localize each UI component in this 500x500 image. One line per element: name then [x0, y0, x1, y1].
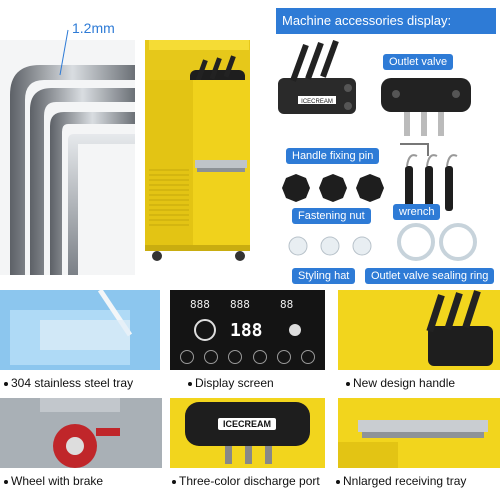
- caption-display: Display screen: [188, 376, 274, 390]
- display-button-icon[interactable]: [276, 350, 291, 364]
- steel-thickness-illustration: 1.2mm: [0, 0, 135, 275]
- brand-badge: ICECREAM: [218, 418, 277, 430]
- tray-photo: [0, 290, 160, 370]
- holder-brand-text: ICECREAM: [301, 99, 333, 105]
- feature-tile-handle: [338, 290, 500, 370]
- styling-hats-graphic: [288, 236, 372, 256]
- bullet-dot: [336, 479, 340, 484]
- feature-tile-receiving-tray: [338, 398, 500, 468]
- bullet-dot: [172, 479, 176, 484]
- bullet-dot: [188, 381, 192, 386]
- display-button-icon[interactable]: [252, 350, 267, 364]
- sealing-rings-graphic: [397, 223, 477, 261]
- bullet-dot: [346, 381, 350, 386]
- display-digits-top-left: 888: [190, 298, 210, 311]
- display-button-row: [180, 350, 315, 364]
- caption-wheel: Wheel with brake: [4, 474, 103, 488]
- outlet-valve-label: Outlet valve: [383, 54, 454, 70]
- display-digits-top-right: 88: [280, 298, 294, 311]
- feature-tile-tray: [0, 290, 160, 370]
- styling-hat-label: Styling hat: [292, 268, 356, 284]
- accessories-header-text: Machine accessories display:: [282, 13, 452, 28]
- ice-cream-machine-graphic: [145, 40, 250, 261]
- accessories-panel: Machine accessories display: ICECREAM Ou…: [268, 0, 500, 285]
- display-button-icon[interactable]: [300, 350, 315, 364]
- handle-holder-graphic: ICECREAM: [278, 40, 356, 114]
- handle-fixing-pin-label: Handle fixing pin: [286, 148, 380, 164]
- display-digits-main: 188: [230, 320, 263, 341]
- handle-photo: [338, 290, 500, 370]
- fastening-nut-label: Fastening nut: [292, 208, 371, 224]
- wheel-photo: [0, 398, 162, 468]
- display-button-icon[interactable]: [228, 350, 243, 364]
- accessories-header: Machine accessories display:: [276, 8, 496, 34]
- display-panel-graphic: [170, 290, 325, 370]
- feature-tile-wheel: [0, 398, 162, 468]
- discharge-port-photo: [170, 398, 325, 468]
- outlet-valve-sealing-ring-label: Outlet valve sealing ring: [365, 268, 495, 284]
- caption-tray: 304 stainless steel tray: [4, 376, 133, 390]
- feature-tile-display: 888 888 88 188: [170, 290, 325, 370]
- steel-profile-graphic: [0, 29, 135, 275]
- caption-handle: New design handle: [346, 376, 455, 390]
- wrench-graphic: [405, 154, 458, 211]
- receiving-tray-photo: [338, 398, 500, 468]
- display-button-icon[interactable]: [204, 350, 219, 364]
- fastening-nuts-graphic: [282, 174, 384, 202]
- bullet-dot: [4, 381, 8, 386]
- thickness-label: 1.2mm: [72, 20, 115, 36]
- display-button-icon[interactable]: [180, 350, 194, 364]
- bullet-dot: [4, 479, 8, 484]
- caption-receiving-tray: Nnlarged receiving tray: [336, 474, 466, 488]
- feature-tile-discharge: ICECREAM: [170, 398, 325, 468]
- machine-main-image: [135, 20, 265, 265]
- wrench-label: wrench: [393, 204, 441, 220]
- caption-discharge: Three-color discharge port: [172, 474, 320, 488]
- outlet-valve-graphic: [381, 78, 471, 136]
- fixing-pin-graphic: [400, 143, 429, 156]
- display-digits-top-mid: 888: [230, 298, 250, 311]
